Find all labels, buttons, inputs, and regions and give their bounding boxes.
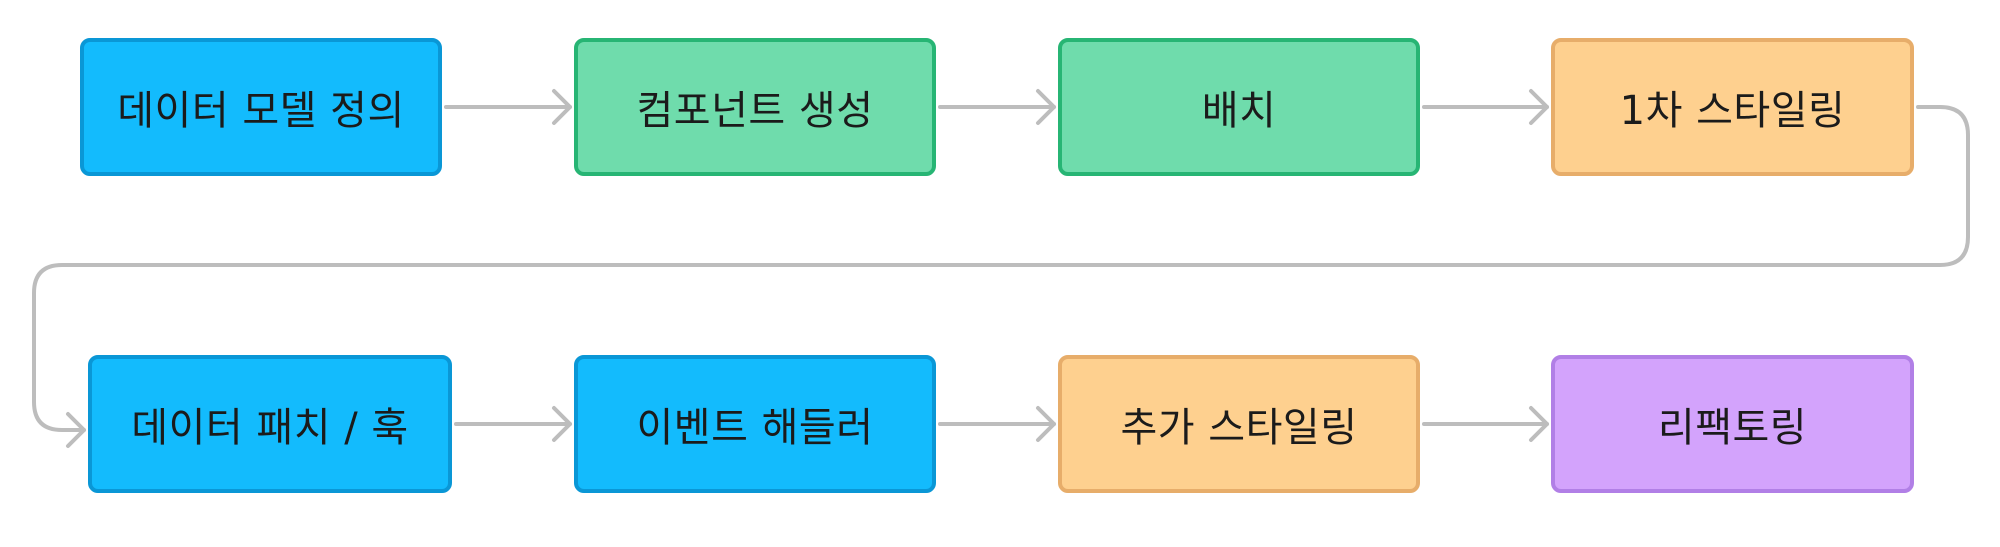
step-layout: 배치 [1058, 38, 1420, 176]
connector-event-handlers-to-additional-styling-arrowhead [1036, 406, 1056, 442]
step-refactoring: 리팩토링 [1551, 355, 1914, 493]
connector-data-patch-hook-to-event-handlers-arrowhead [552, 406, 572, 442]
step-additional-styling: 추가 스타일링 [1058, 355, 1420, 493]
step-create-components: 컴포넌트 생성 [574, 38, 936, 176]
step-event-handlers: 이벤트 해들러 [574, 355, 936, 493]
connector-first-styling-to-data-patch-hook [32, 105, 1970, 432]
connector-first-styling-to-data-patch-hook-arrowhead [66, 412, 86, 448]
step-label: 데이터 패치 / 훅 [131, 405, 409, 451]
step-label: 리팩토링 [1657, 405, 1808, 451]
connector-create-components-to-layout-arrowhead [1036, 89, 1056, 125]
step-data-patch-hook: 데이터 패치 / 훅 [88, 355, 452, 493]
step-first-styling: 1차 스타일링 [1551, 38, 1914, 176]
step-define-data-model: 데이터 모델 정의 [80, 38, 442, 176]
step-label: 1차 스타일링 [1619, 88, 1846, 134]
step-label: 이벤트 해들러 [636, 405, 874, 451]
connector-define-data-model-to-create-components-arrowhead [552, 89, 572, 125]
step-label: 컴포넌트 생성 [636, 88, 874, 134]
step-label: 추가 스타일링 [1120, 405, 1358, 451]
connector-additional-styling-to-refactoring-arrowhead [1529, 406, 1549, 442]
step-label: 배치 [1201, 88, 1277, 134]
connector-layout-to-first-styling-arrowhead [1529, 89, 1549, 125]
step-label: 데이터 모델 정의 [117, 88, 405, 134]
